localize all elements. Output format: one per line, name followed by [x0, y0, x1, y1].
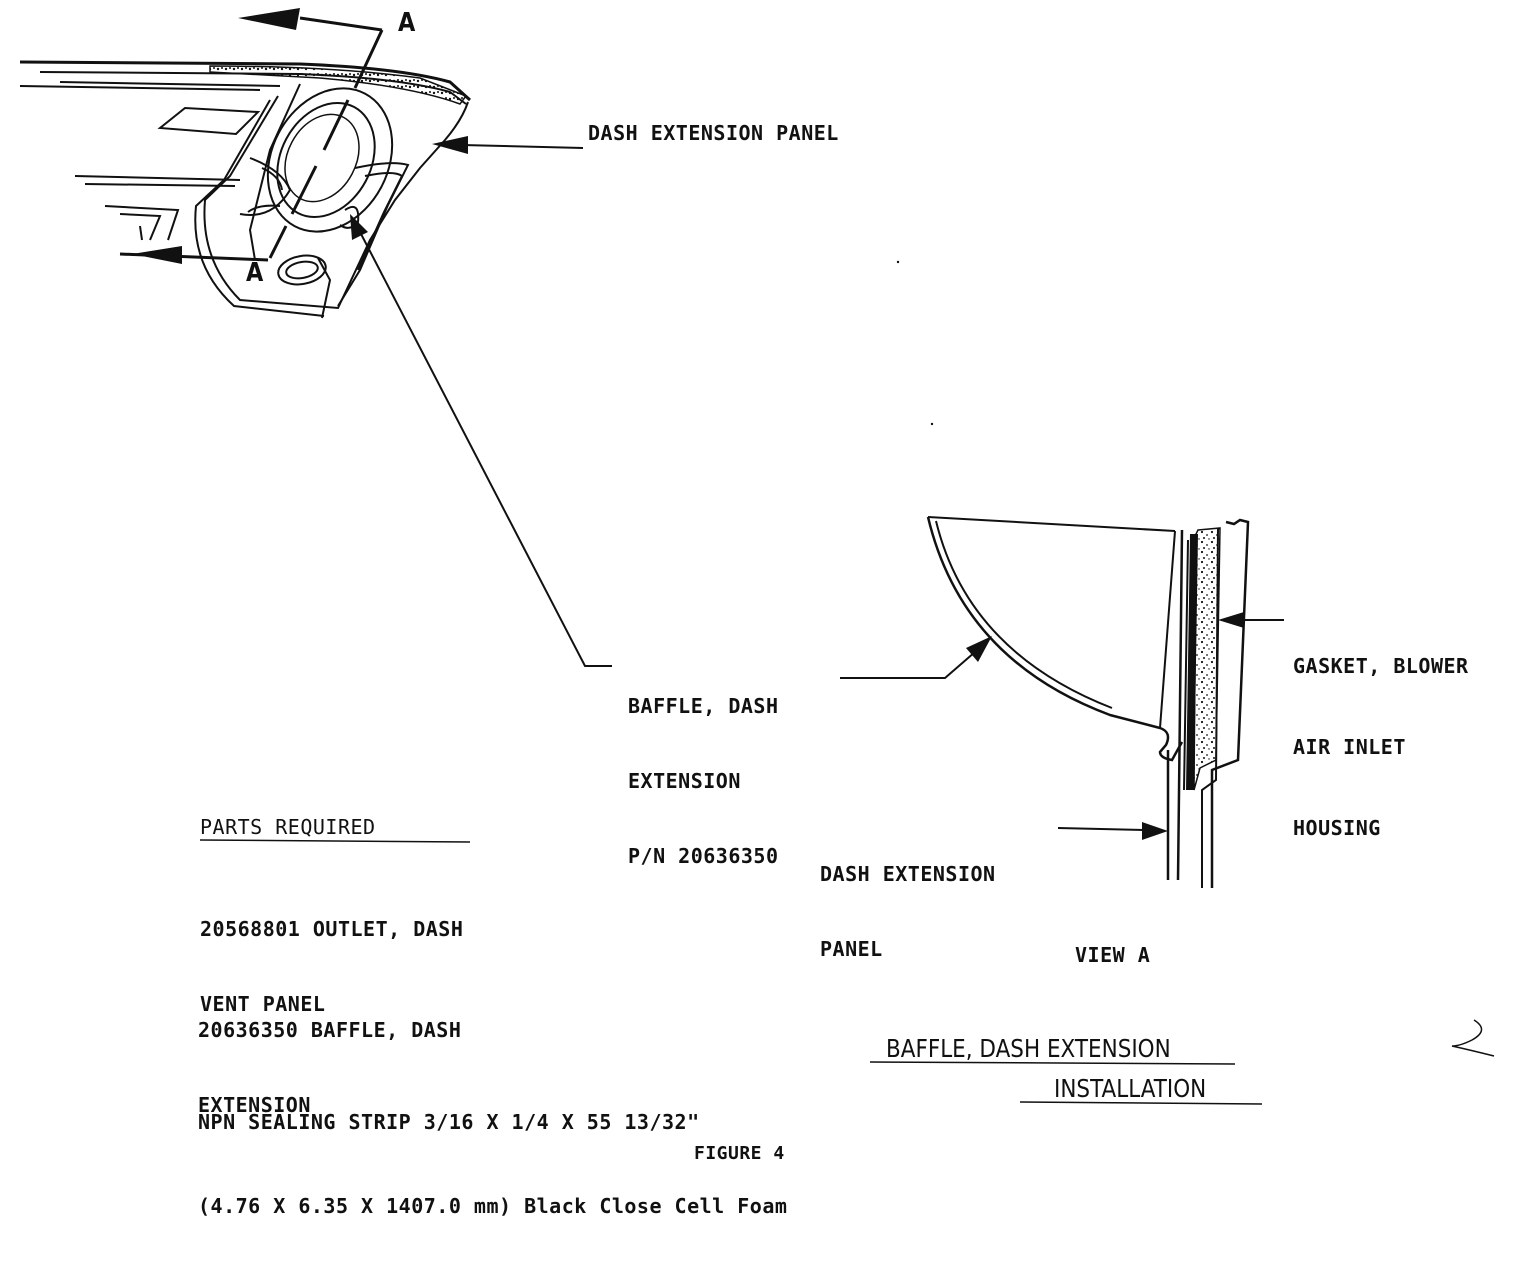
arrowhead	[966, 636, 992, 662]
arrowhead	[432, 136, 468, 154]
leader-dash-extension-panel-top	[462, 145, 583, 148]
callout-gasket-line-3: HOUSING	[1293, 816, 1381, 840]
view-a-label: VIEW A	[1075, 943, 1151, 967]
section-marker-bottom: A	[246, 258, 264, 288]
callout-baffle-line-2: EXTENSION	[628, 769, 741, 793]
section-arrow-top	[238, 8, 300, 30]
callout-gasket-line-1: GASKET, BLOWER	[1293, 654, 1469, 678]
title-line-1: BAFFLE, DASH EXTENSION	[886, 1034, 1171, 1063]
callout-panel-view-line-1: DASH EXTENSION	[820, 862, 996, 886]
title-underline-1	[870, 1062, 1235, 1064]
callout-baffle-part-number: P/N 20636350	[628, 844, 779, 868]
parts-item-3-line-2: (4.76 X 6.35 X 1407.0 mm) Black Close Ce…	[198, 1194, 788, 1218]
view-a-section	[928, 517, 1248, 888]
callout-gasket: GASKET, BLOWER AIR INLET HOUSING	[1293, 599, 1469, 896]
figure-caption: FIGURE 4	[694, 1143, 785, 1164]
parts-item-1-line-1: 20568801 OUTLET, DASH	[200, 917, 464, 941]
perspective-view	[20, 62, 470, 318]
parts-item-1: 20568801 OUTLET, DASH VENT PANEL	[200, 867, 463, 1067]
handwritten-page-mark	[1452, 1020, 1494, 1056]
leader-dash-extension-panel-view	[1058, 828, 1145, 830]
section-arrow-bottom	[132, 246, 182, 264]
installation-drawing	[0, 8, 1520, 1168]
title-line-2: INSTALLATION	[1054, 1074, 1207, 1103]
page-mark: 2	[1500, 1110, 1501, 1111]
section-line-a	[120, 18, 382, 260]
gasket-foam	[1194, 528, 1220, 790]
leader-baffle	[360, 232, 612, 666]
callout-baffle: BAFFLE, DASH EXTENSION P/N 20636350	[628, 644, 779, 919]
arrowhead	[1218, 612, 1244, 628]
leader-baffle-view	[840, 652, 975, 678]
figure-page: A A DASH EXTENSION PANEL BAFFLE, DASH EX…	[0, 8, 1520, 1218]
callout-dash-extension-panel-view: DASH EXTENSION PANEL	[820, 812, 996, 1012]
parts-heading: PARTS REQUIRED	[200, 815, 376, 839]
parts-heading-underline	[200, 840, 470, 842]
title-underline-2	[1020, 1102, 1262, 1104]
callout-baffle-line-1: BAFFLE, DASH	[628, 694, 779, 718]
arrowhead	[1142, 822, 1168, 840]
callout-panel-view-line-2: PANEL	[820, 937, 883, 961]
parts-item-1-line-2: VENT PANEL	[200, 992, 326, 1016]
parts-item-2: 20636350 BAFFLE, DASH EXTENSION	[198, 968, 461, 1168]
callout-gasket-line-2: AIR INLET	[1293, 735, 1406, 759]
parts-item-3-line-1: NPN SEALING STRIP 3/16 X 1/4 X 55 13/32"	[198, 1110, 700, 1134]
parts-item-2-line-1: 20636350 BAFFLE, DASH	[198, 1018, 462, 1042]
parts-item-2-line-2: EXTENSION	[198, 1093, 311, 1117]
section-marker-top: A	[398, 8, 416, 38]
arrowhead	[350, 214, 368, 240]
callout-dash-extension-panel-top: DASH EXTENSION PANEL	[588, 121, 839, 145]
